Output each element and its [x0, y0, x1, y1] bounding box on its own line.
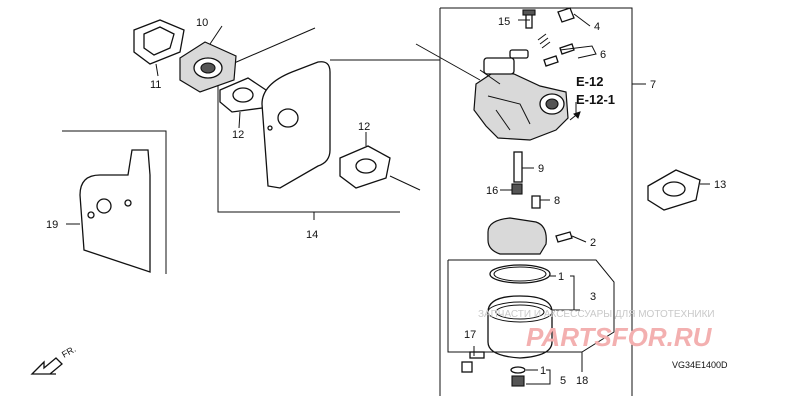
- callout-1-washer: 1: [540, 365, 546, 377]
- carburetor-throat-in: [545, 98, 559, 110]
- callout-6: 6: [600, 49, 606, 61]
- drain-bolt-17: [461, 361, 473, 373]
- callout-7: 7: [650, 79, 656, 91]
- carburetor-lever: [509, 49, 529, 59]
- carburetor-detail: [487, 95, 531, 125]
- callout-16: 16: [486, 185, 498, 197]
- reference-e12: E-12: [576, 74, 603, 89]
- float-chamber: [487, 295, 553, 359]
- nozzle-9: [513, 151, 523, 183]
- callout-14: 14: [306, 229, 318, 241]
- plate-19: [79, 149, 151, 273]
- screw-6b: [543, 55, 559, 67]
- float: [487, 217, 547, 255]
- gasket-12-lower-hole: [355, 158, 377, 174]
- gasket-13-hole: [662, 181, 686, 197]
- plate-19-hole-left: [87, 211, 95, 219]
- callout-2: 2: [590, 237, 596, 249]
- callout-17: 17: [464, 329, 476, 341]
- callout-10: 10: [196, 17, 208, 29]
- callout-11: 11: [150, 79, 161, 91]
- screw-15-head: [522, 9, 536, 16]
- float-pin: [555, 231, 573, 243]
- insulator-10-bore-in: [200, 62, 216, 74]
- carburetor-detail-2: [495, 109, 511, 131]
- watermark-caption: ЗАПЧАСТИ И АКСЕССУАРЫ ДЛЯ МОТОТЕХНИКИ: [478, 309, 715, 320]
- screw-8: [531, 195, 541, 209]
- washer-bottom: [510, 366, 526, 374]
- leader-lines: [66, 13, 710, 385]
- front-marker-label: FR.: [60, 344, 78, 360]
- spring-4: [537, 33, 551, 49]
- washer-17: [469, 351, 485, 359]
- callout-19: 19: [46, 219, 58, 231]
- shield-14-hole: [277, 108, 299, 128]
- front-arrow: FR.: [30, 344, 78, 375]
- reference-e12-1: E-12-1: [576, 92, 615, 107]
- diagram-code: VG34E1400D: [672, 360, 728, 370]
- callout-3: 3: [590, 291, 596, 303]
- callout-13: 13: [714, 179, 726, 191]
- gasket-11-inner: [143, 26, 175, 56]
- fitting-4: [557, 7, 575, 23]
- callout-5: 5: [560, 375, 566, 387]
- frame-19: [62, 130, 167, 274]
- screw-15: [525, 13, 533, 29]
- plate-19-hole-small: [124, 199, 132, 207]
- o-ring-1: [489, 264, 551, 284]
- callout-15: 15: [498, 16, 510, 28]
- frame-7: [440, 7, 633, 396]
- frame-14: [217, 70, 400, 213]
- callout-9: 9: [538, 163, 544, 175]
- carburetor-top: [483, 57, 515, 75]
- gasket-12-upper-hole: [232, 87, 254, 103]
- plate-19-hole: [96, 198, 112, 214]
- callout-12-upper: 12: [232, 129, 244, 141]
- float-chamber-rim: [487, 301, 553, 323]
- screw-16: [511, 183, 523, 195]
- bolt-5: [511, 375, 525, 387]
- callout-1-oring: 1: [558, 271, 564, 283]
- o-ring-1-in: [493, 266, 547, 282]
- shield-14-pin: [267, 125, 273, 131]
- set-box-18: [447, 259, 615, 353]
- float-chamber-rim-in: [495, 304, 545, 320]
- callout-8: 8: [554, 195, 560, 207]
- callout-12-lower: 12: [358, 121, 370, 133]
- watermark-logo: PARTSFOR.RU: [526, 322, 713, 352]
- shield-14: [261, 61, 331, 189]
- callout-4: 4: [594, 21, 600, 33]
- callout-18: 18: [576, 375, 588, 387]
